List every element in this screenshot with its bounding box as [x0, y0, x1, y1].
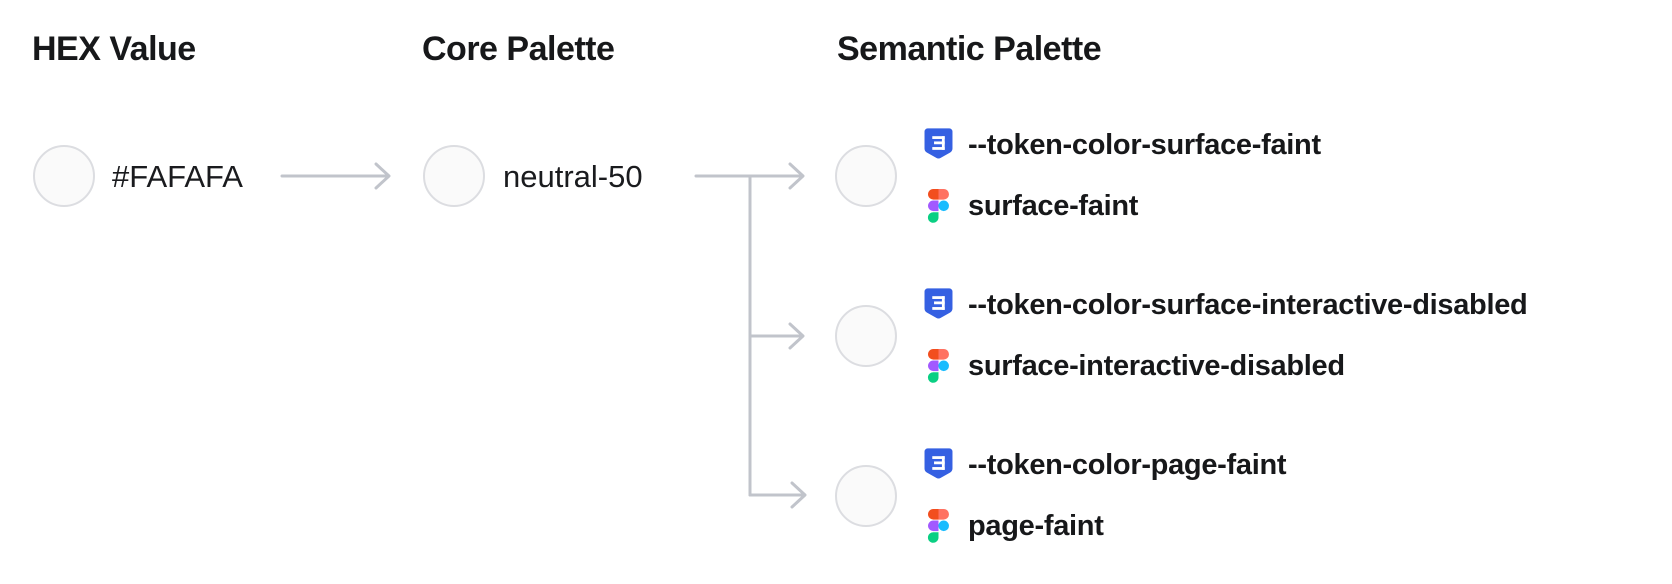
figma-icon — [922, 189, 954, 223]
css-token-label: --token-color-surface-interactive-disabl… — [968, 288, 1528, 321]
semantic-entry-surface-interactive-disabled: --token-color-surface-interactive-disabl… — [922, 280, 1528, 391]
css3-icon — [922, 127, 954, 164]
figma-icon — [922, 509, 954, 543]
figma-icon — [922, 349, 954, 383]
semantic-swatch-surface-interactive-disabled — [835, 305, 897, 367]
css3-icon — [922, 287, 954, 324]
figma-token-label: surface-faint — [968, 189, 1139, 222]
semantic-entry-page-faint: --token-color-page-faint page-faint — [922, 440, 1287, 551]
core-palette-heading: Core Palette — [422, 30, 615, 68]
core-palette-label: neutral-50 — [503, 159, 643, 194]
hex-value-heading: HEX Value — [32, 30, 196, 68]
semantic-entry-surface-faint: --token-color-surface-faint surface-fain… — [922, 120, 1321, 231]
semantic-swatch-surface-faint — [835, 145, 897, 207]
figma-token-label: page-faint — [968, 509, 1104, 542]
css-token-label: --token-color-page-faint — [968, 448, 1287, 481]
css-token-line: --token-color-page-faint — [922, 440, 1287, 490]
hex-value-label: #FAFAFA — [112, 159, 243, 194]
semantic-palette-heading: Semantic Palette — [837, 30, 1102, 68]
semantic-swatch-page-faint — [835, 465, 897, 527]
css-token-line: --token-color-surface-faint — [922, 120, 1321, 170]
hex-color-swatch — [33, 145, 95, 207]
figma-token-line: page-faint — [922, 501, 1286, 551]
css-token-label: --token-color-surface-faint — [968, 128, 1321, 161]
css3-icon — [922, 447, 954, 484]
figma-token-label: surface-interactive-disabled — [968, 349, 1345, 382]
core-color-swatch — [423, 145, 485, 207]
figma-token-line: surface-interactive-disabled — [922, 341, 1527, 391]
figma-token-line: surface-faint — [922, 181, 1321, 231]
css-token-line: --token-color-surface-interactive-disabl… — [922, 280, 1528, 330]
